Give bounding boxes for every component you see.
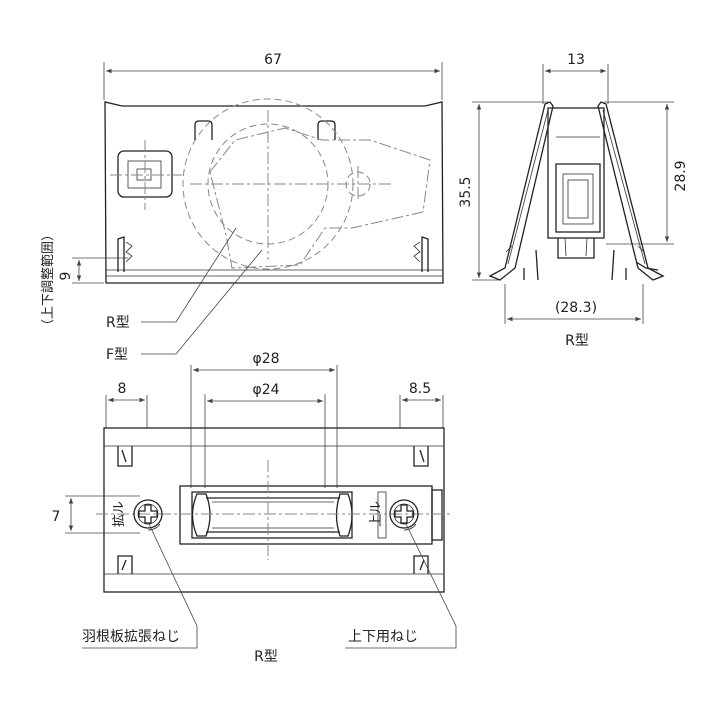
adjust-range-label: （上下調整範囲） bbox=[41, 228, 56, 332]
vertical-offset-dimension: 7 bbox=[52, 509, 61, 525]
spring-left bbox=[488, 101, 554, 281]
bottom-view-caption: R型 bbox=[254, 649, 278, 665]
bracket-body bbox=[104, 101, 444, 284]
leader-adjust-screw bbox=[345, 523, 457, 649]
inner-height-dimension: 28.9 bbox=[673, 160, 689, 191]
f-type-outline bbox=[209, 127, 431, 269]
adjust-screw-label: 上下用ねじ bbox=[348, 629, 418, 645]
outer-diameter-dimension: φ28 bbox=[252, 351, 279, 367]
side-view-caption: R型 bbox=[565, 333, 589, 349]
label-f-type: F型 bbox=[106, 347, 128, 363]
top-tab-left bbox=[194, 120, 213, 140]
side-body bbox=[547, 107, 605, 239]
expansion-screw-label: 羽根板拡張ねじ bbox=[82, 629, 180, 645]
right-offset-dimension: 8.5 bbox=[409, 381, 431, 397]
inner-diameter-dimension: φ24 bbox=[252, 382, 279, 398]
spring-right bbox=[597, 101, 665, 281]
leader-r bbox=[141, 227, 237, 323]
wheel-left-edge bbox=[191, 493, 211, 537]
bottom-body bbox=[103, 427, 445, 593]
leader-expansion-screw bbox=[82, 523, 198, 649]
expansion-screw bbox=[133, 499, 163, 531]
right-screw-mark: 上ル bbox=[369, 501, 384, 527]
hook-left bbox=[117, 236, 125, 272]
width-dimension: 67 bbox=[264, 52, 282, 68]
label-r-type: R型 bbox=[106, 315, 130, 331]
side-wheel bbox=[557, 238, 595, 259]
height-dimension: 35.5 bbox=[458, 176, 474, 207]
left-screw-mark: 拡ル bbox=[112, 501, 127, 527]
height-adjust-screw bbox=[389, 499, 419, 531]
adjust-dimension: 9 bbox=[58, 272, 74, 281]
side-view: 13 35.5 28.9 (28.3) R型 bbox=[458, 52, 689, 349]
front-view: 67 9 （上下調整範囲） bbox=[41, 52, 444, 363]
top-dimension: 13 bbox=[567, 52, 585, 68]
bottom-dimension: (28.3) bbox=[555, 300, 597, 316]
left-offset-dimension: 8 bbox=[118, 381, 127, 397]
bottom-view: φ28 φ24 8 8.5 7 bbox=[52, 351, 457, 665]
